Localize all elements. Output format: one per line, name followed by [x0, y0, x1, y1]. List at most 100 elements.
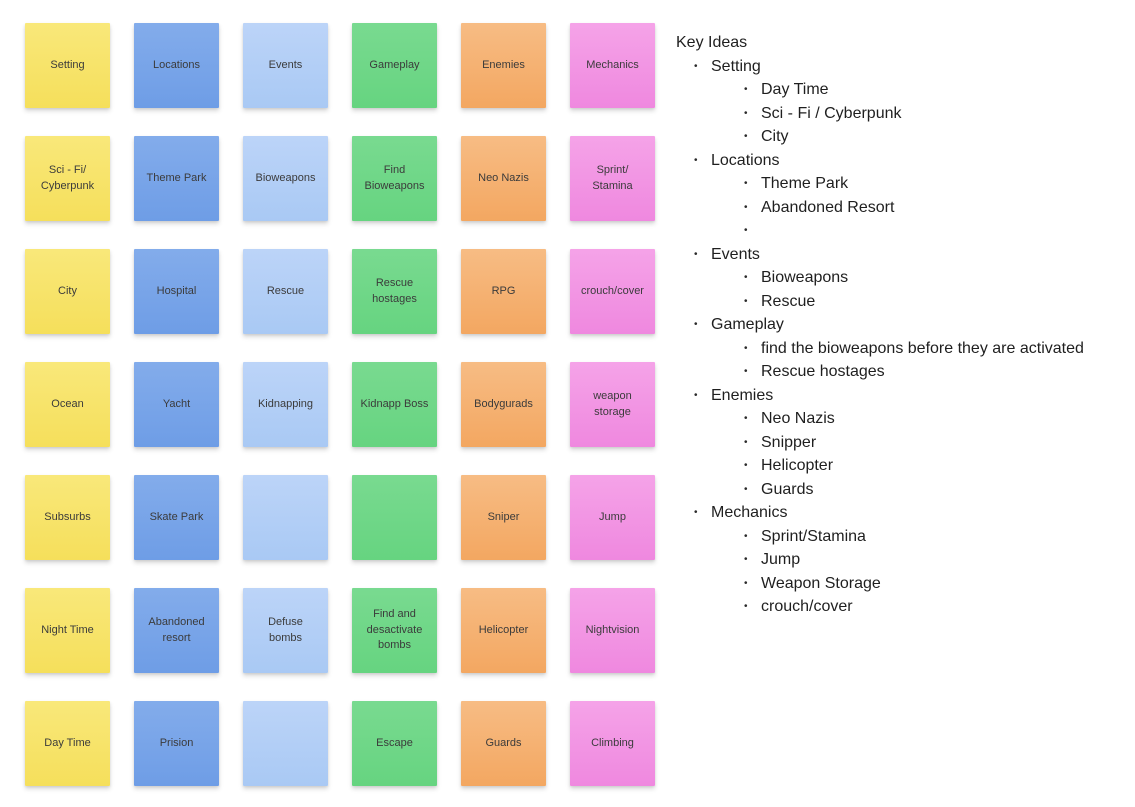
- sticky-note[interactable]: Nightvision: [570, 588, 655, 673]
- outline-subitem[interactable]: •Day Time: [676, 78, 1131, 102]
- sticky-note[interactable]: Bodygurads: [461, 362, 546, 447]
- sticky-note[interactable]: Sniper: [461, 475, 546, 560]
- sticky-note[interactable]: Guards: [461, 701, 546, 786]
- outline-item[interactable]: •Setting: [676, 55, 1131, 79]
- sticky-note-text: Bodygurads: [474, 397, 533, 410]
- sticky-note[interactable]: Kidnapp Boss: [352, 362, 437, 447]
- sticky-note-text: RPG: [491, 284, 516, 297]
- bullet-icon: •: [694, 389, 698, 401]
- sticky-note[interactable]: Night Time: [25, 588, 110, 673]
- sticky-note[interactable]: Hospital: [134, 249, 219, 334]
- outline-subitem[interactable]: •Snipper: [676, 431, 1131, 455]
- outline-subitem[interactable]: •Sprint/Stamina: [676, 525, 1131, 549]
- sticky-note[interactable]: weapon storage: [570, 362, 655, 447]
- key-ideas-outline[interactable]: Key Ideas •Setting•Day Time•Sci - Fi / C…: [676, 31, 1131, 619]
- sticky-note-text: Nightvision: [585, 623, 640, 636]
- sticky-note[interactable]: crouch/cover: [570, 249, 655, 334]
- sticky-note[interactable]: Helicopter: [461, 588, 546, 673]
- sticky-note[interactable]: Kidnapping: [243, 362, 328, 447]
- sticky-note[interactable]: Events: [243, 23, 328, 108]
- sticky-note[interactable]: Subsurbs: [25, 475, 110, 560]
- outline-subitem[interactable]: •Sci - Fi / Cyberpunk: [676, 102, 1131, 126]
- sticky-note[interactable]: Sci - Fi/ Cyberpunk: [25, 136, 110, 221]
- outline-subitem[interactable]: •Guards: [676, 478, 1131, 502]
- sticky-note[interactable]: Rescue: [243, 249, 328, 334]
- outline-subitem[interactable]: •Rescue: [676, 290, 1131, 314]
- sticky-note-text: Climbing: [591, 736, 634, 749]
- sticky-note[interactable]: City: [25, 249, 110, 334]
- sticky-note-text: Abandoned resort: [148, 615, 205, 644]
- outline-item-label: Enemies: [711, 386, 774, 404]
- sticky-note[interactable]: [243, 475, 328, 560]
- sticky-note[interactable]: RPG: [461, 249, 546, 334]
- outline-item[interactable]: •Mechanics: [676, 501, 1131, 525]
- outline-item-label: Locations: [711, 151, 780, 169]
- sticky-note[interactable]: Theme Park: [134, 136, 219, 221]
- sticky-note-text: Jump: [599, 510, 626, 523]
- sticky-note-text: City: [58, 284, 77, 297]
- sticky-note-text: Events: [268, 58, 303, 71]
- sticky-note[interactable]: Mechanics: [570, 23, 655, 108]
- sticky-note[interactable]: Enemies: [461, 23, 546, 108]
- sticky-note[interactable]: Neo Nazis: [461, 136, 546, 221]
- outline-subitem[interactable]: •Bioweapons: [676, 266, 1131, 290]
- outline-subitem[interactable]: • crouch/cover: [676, 595, 1131, 619]
- sticky-note[interactable]: Bioweapons: [243, 136, 328, 221]
- outline-item-label: Abandoned Resort: [761, 198, 895, 216]
- sticky-note-text: Kidnapping: [257, 397, 314, 410]
- sticky-note[interactable]: Skate Park: [134, 475, 219, 560]
- outline-subitem[interactable]: •City: [676, 125, 1131, 149]
- sticky-note[interactable]: [243, 701, 328, 786]
- outline-subitem[interactable]: •: [676, 219, 1131, 243]
- sticky-note[interactable]: Gameplay: [352, 23, 437, 108]
- outline-item-label: Rescue hostages: [761, 363, 885, 380]
- outline-item-label: Day Time: [761, 81, 829, 98]
- outline-subitem[interactable]: •Neo Nazis: [676, 407, 1131, 431]
- sticky-note[interactable]: Find Bioweapons: [352, 136, 437, 221]
- sticky-note[interactable]: Climbing: [570, 701, 655, 786]
- bullet-icon: •: [744, 530, 748, 542]
- bullet-icon: •: [744, 483, 748, 495]
- bullet-icon: •: [744, 577, 748, 589]
- sticky-note-text: weapon storage: [593, 389, 632, 418]
- sticky-note-text: Escape: [376, 736, 413, 749]
- bullet-icon: •: [694, 248, 698, 260]
- bullet-icon: •: [744, 225, 748, 236]
- sticky-note[interactable]: Jump: [570, 475, 655, 560]
- sticky-note[interactable]: Sprint/ Stamina: [570, 136, 655, 221]
- sticky-note[interactable]: Rescue hostages: [352, 249, 437, 334]
- sticky-note[interactable]: Abandoned resort: [134, 588, 219, 673]
- sticky-note[interactable]: [352, 475, 437, 560]
- sticky-note[interactable]: Setting: [25, 23, 110, 108]
- sticky-note[interactable]: Find and desactivate bombs: [352, 588, 437, 673]
- outline-item-label: crouch/cover: [761, 598, 853, 615]
- outline-subitem[interactable]: •find the bioweapons before they are act…: [676, 337, 1131, 361]
- bullet-icon: •: [744, 601, 748, 612]
- outline-subitem[interactable]: •Weapon Storage: [676, 572, 1131, 596]
- sticky-note[interactable]: Yacht: [134, 362, 219, 447]
- outline-item-label: Helicopter: [761, 457, 834, 474]
- outline-item[interactable]: •Gameplay: [676, 313, 1131, 337]
- sticky-note-text: Prision: [159, 736, 194, 749]
- outline-subitem[interactable]: •Rescue hostages: [676, 360, 1131, 384]
- bullet-icon: •: [744, 272, 748, 283]
- outline-list: •Setting•Day Time•Sci - Fi / Cyberpunk•C…: [676, 55, 1131, 619]
- outline-item-label: Jump: [761, 551, 801, 568]
- outline-subitem[interactable]: •Theme Park: [676, 172, 1131, 196]
- outline-subitem[interactable]: •Helicopter: [676, 454, 1131, 478]
- outline-item[interactable]: •Locations: [676, 149, 1131, 173]
- outline-subitem[interactable]: •Jump: [676, 548, 1131, 572]
- outline-subitem[interactable]: •Abandoned Resort: [676, 196, 1131, 220]
- sticky-note[interactable]: Locations: [134, 23, 219, 108]
- sticky-note-text: Sci - Fi/ Cyberpunk: [40, 163, 95, 192]
- bullet-icon: •: [744, 342, 748, 354]
- sticky-note[interactable]: Prision: [134, 701, 219, 786]
- sticky-note[interactable]: Defuse bombs: [243, 588, 328, 673]
- sticky-note-text: Hospital: [156, 284, 197, 297]
- outline-item[interactable]: • Enemies: [676, 384, 1131, 408]
- sticky-note-text: Rescue hostages: [372, 276, 417, 305]
- sticky-note[interactable]: Ocean: [25, 362, 110, 447]
- sticky-note[interactable]: Day Time: [25, 701, 110, 786]
- sticky-note[interactable]: Escape: [352, 701, 437, 786]
- outline-item[interactable]: •Events: [676, 243, 1131, 267]
